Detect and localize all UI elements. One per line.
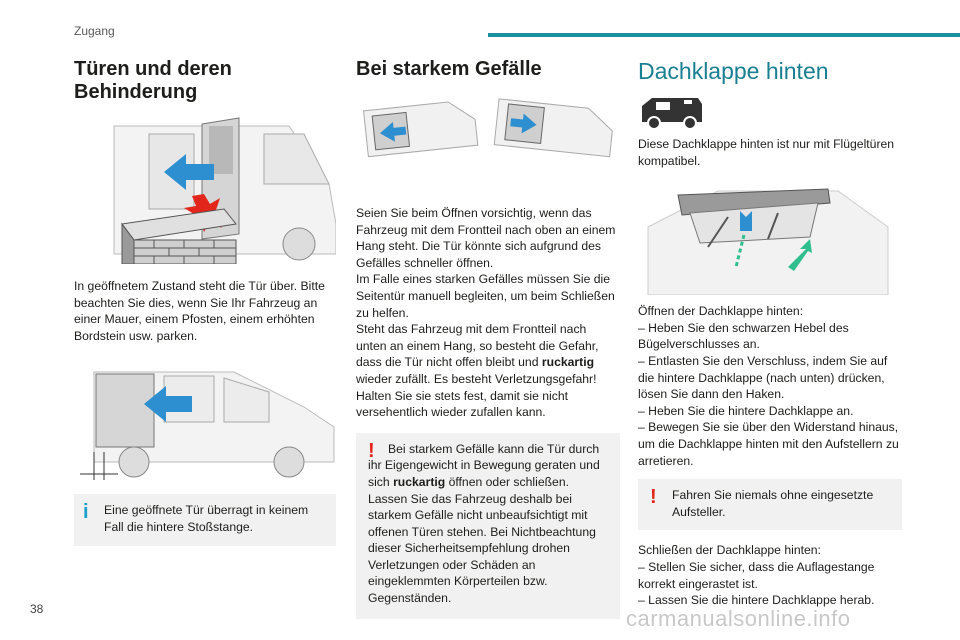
section-title-roof-flap: Dachklappe hinten: [638, 58, 829, 84]
column-slope: Bei starkem Gefälle Seien Sie beim Öffne…: [356, 58, 620, 619]
open-title: Öffnen der Dachklappe hinten:: [638, 304, 804, 319]
exclamation-icon: !: [650, 486, 657, 509]
open-step: – Entlasten Sie den Verschluss, indem Si…: [638, 353, 888, 402]
doors-paragraph: In geöffnetem Zustand steht die Tür über…: [74, 279, 325, 343]
header-section: Zugang: [74, 24, 115, 38]
arrow-down-icon: [740, 211, 752, 232]
open-step: – Heben Sie die hintere Dachklappe an.: [638, 403, 854, 418]
brick-wall: [121, 208, 237, 264]
illustration-slope: [363, 98, 613, 158]
dimension-marker-icon: [80, 452, 118, 481]
warning-note-text: Bei starkem Gefälle kann die Tür durch i…: [368, 441, 600, 606]
illustration-door-overhang: [80, 371, 335, 481]
roof-flap-intro: Diese Dachklappe hinten ist nur mit Flüg…: [638, 137, 895, 168]
section-title-doors: Türen und deren Behinderung: [74, 58, 232, 103]
warning-note-roof-text: Fahren Sie niemals ohne eingesetzte Aufs…: [672, 488, 874, 519]
slope-paragraph-c: Steht das Fahrzeug mit dem Frontteil nac…: [356, 322, 599, 420]
section-title-slope: Bei starkem Gefälle: [356, 58, 542, 80]
arrow-right-icon: [510, 113, 537, 134]
open-step: – Heben Sie den schwarzen Hebel des Büge…: [638, 320, 849, 352]
watermark: carmanualsonline.info: [626, 606, 851, 631]
open-step: – Bewegen Sie sie über den Widerstand hi…: [638, 420, 899, 468]
arrow-left-icon: [380, 121, 407, 142]
arrow-left-icon: [164, 154, 214, 190]
info-note-text: Eine geöffnete Tür überragt in keinem Fa…: [104, 503, 309, 534]
warning-note-roof: ! Fahren Sie niemals ohne eingesetzte Au…: [638, 479, 902, 531]
arrow-dashed-icon: [734, 234, 746, 268]
slope-paragraph-b: Im Falle eines starken Gefälles müssen S…: [356, 272, 615, 320]
info-i-icon: i: [83, 501, 89, 524]
close-step: – Stellen Sie sicher, dass die Auflagest…: [638, 559, 875, 591]
close-title: Schließen der Dachklappe hinten:: [638, 543, 821, 558]
warning-note-slope: ! Bei starkem Gefälle kann die Tür durch…: [356, 432, 620, 619]
page-number: 38: [30, 602, 44, 616]
arrow-up-icon: [788, 239, 812, 272]
illustration-roof-flap: [647, 188, 889, 296]
column-roof-flap: Dachklappe hinten Diese Dachklappe hinte…: [638, 58, 902, 609]
exclamation-icon: !: [368, 439, 375, 462]
illustration-door-wall: [113, 117, 336, 264]
column-doors: Türen und deren Behinderung In geöffnete…: [74, 58, 336, 546]
van-silhouette-icon: [642, 98, 702, 130]
info-note-overhang: i Eine geöffnete Tür überragt in keinem …: [74, 494, 336, 546]
header-accent-bar: [488, 33, 960, 37]
arrow-left-icon: [144, 386, 192, 423]
slope-paragraph-a: Seien Sie beim Öffnen vorsichtig, wenn d…: [356, 206, 616, 270]
close-step: – Lassen Sie die hintere Dachklappe hera…: [638, 593, 875, 608]
